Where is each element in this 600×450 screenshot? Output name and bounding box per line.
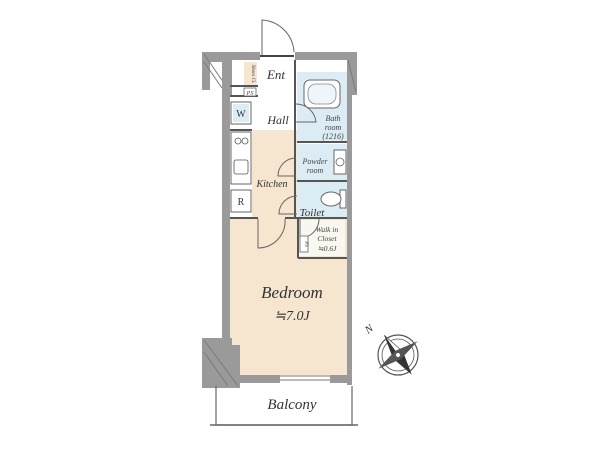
washer-label: W	[236, 109, 246, 120]
bedroom-label: Bedroom	[261, 283, 323, 302]
powder-label-line2: room	[307, 166, 324, 175]
compass-north-label: N	[362, 322, 376, 337]
powder-label-line1: Powder	[302, 157, 329, 166]
toilet-door	[278, 195, 298, 215]
bedroom-size-label: ≒7.0J	[274, 309, 310, 324]
entrance-label: Ent	[266, 67, 285, 82]
bedroom-door	[257, 218, 286, 249]
toilet-bowl	[320, 191, 342, 207]
closet-label-line2: Closet	[317, 234, 337, 243]
washbasin	[333, 149, 347, 175]
shoes-cabinet-label: Shoes Cl.	[250, 65, 255, 84]
closet-ps-label: PS	[303, 240, 308, 247]
wall-bottom-left	[240, 375, 280, 383]
powder-door	[277, 157, 297, 177]
wall-bottom-right	[330, 375, 352, 383]
kitchen-floor	[252, 130, 297, 218]
hall-label: Hall	[266, 113, 289, 127]
closet-size-label: ≒0.6J	[318, 244, 338, 253]
compass-icon	[377, 334, 419, 376]
kitchen-label: Kitchen	[255, 179, 287, 190]
closet-pipe-space	[299, 235, 309, 253]
wall-right	[347, 95, 352, 385]
refrigerator-label: R	[238, 197, 245, 208]
wall-top-left	[232, 52, 260, 60]
pipe-space-label: PS	[246, 91, 254, 97]
wall-top	[295, 52, 357, 60]
toilet-label: Toilet	[300, 207, 326, 219]
bath-label-line1: Bath	[325, 114, 340, 123]
kitchen-counter	[230, 131, 252, 185]
bath-label-line2: room	[325, 123, 342, 132]
shoe-closet-floor	[244, 62, 257, 86]
closet-label-line1: Walk in	[316, 225, 339, 234]
pipe-space	[243, 87, 257, 97]
balcony-label: Balcony	[267, 397, 316, 413]
refrigerator-space	[230, 189, 252, 213]
bath-size-label: (1216)	[322, 132, 344, 141]
entrance-door	[261, 19, 295, 56]
bath-door	[295, 103, 317, 123]
wall-left	[222, 62, 230, 342]
